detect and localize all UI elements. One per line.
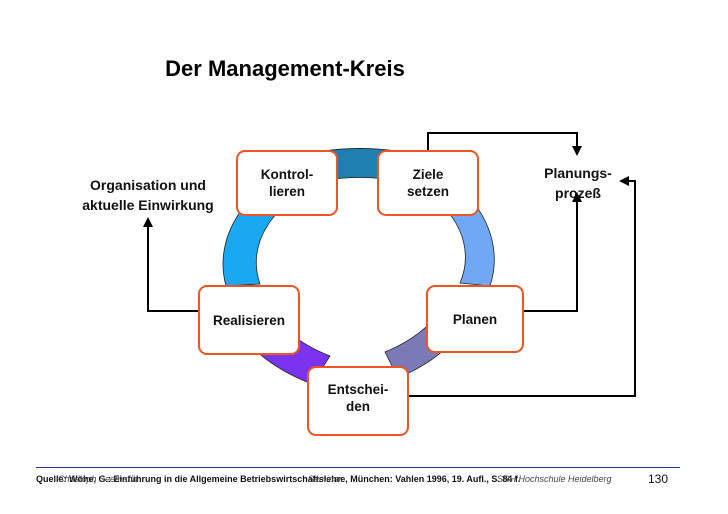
box-realisieren-label: Realisieren bbox=[212, 313, 286, 328]
ring-segment-right bbox=[441, 195, 495, 287]
arrow-entscheiden-to-planungsprozess bbox=[408, 176, 636, 397]
box-ziele-line1: Ziele bbox=[412, 167, 444, 182]
arrow-ziele-to-planungsprozess bbox=[427, 132, 582, 156]
footer-rule bbox=[36, 467, 680, 468]
page-title: Der Management-Kreis bbox=[165, 56, 405, 81]
footer-source: Quelle: Wöhe, G.: Einführung in die Allg… bbox=[36, 474, 521, 484]
box-planen: Planen bbox=[426, 285, 524, 353]
label-organisation-line2: aktuelle Einwirkung bbox=[82, 197, 214, 213]
box-realisieren: Realisieren bbox=[198, 285, 300, 355]
label-planungsprozess: Planungs- prozeß bbox=[530, 163, 626, 203]
box-entscheiden-line1: Entschei- bbox=[327, 382, 389, 397]
box-entscheiden-line2: den bbox=[345, 399, 370, 414]
box-planen-label: Planen bbox=[452, 312, 498, 327]
label-planungsprozess-line2: prozeß bbox=[555, 185, 601, 201]
page-number: 130 bbox=[648, 472, 669, 486]
box-ziele-line2: setzen bbox=[406, 184, 450, 199]
footer-faculty: SRH Hochschule Heidelberg bbox=[497, 474, 612, 484]
box-kontrollieren-line2: lieren bbox=[268, 184, 306, 199]
box-ziele-setzen: Ziele setzen bbox=[377, 150, 479, 216]
box-kontrollieren: Kontrol- lieren bbox=[236, 150, 338, 216]
label-organisation-line1: Organisation und bbox=[90, 177, 206, 193]
footer-topic: Seminar bbox=[308, 474, 342, 484]
footer-author: Christoph Seemann bbox=[58, 474, 138, 484]
arrow-realisieren-to-organisation bbox=[143, 217, 199, 312]
label-organisation: Organisation und aktuelle Einwirkung bbox=[68, 175, 228, 215]
box-kontrollieren-line1: Kontrol- bbox=[260, 167, 314, 182]
arrow-planen-to-planungsprozess bbox=[523, 192, 582, 312]
box-entscheiden: Entschei- den bbox=[307, 366, 409, 436]
label-planungsprozess-line1: Planungs- bbox=[544, 165, 612, 181]
